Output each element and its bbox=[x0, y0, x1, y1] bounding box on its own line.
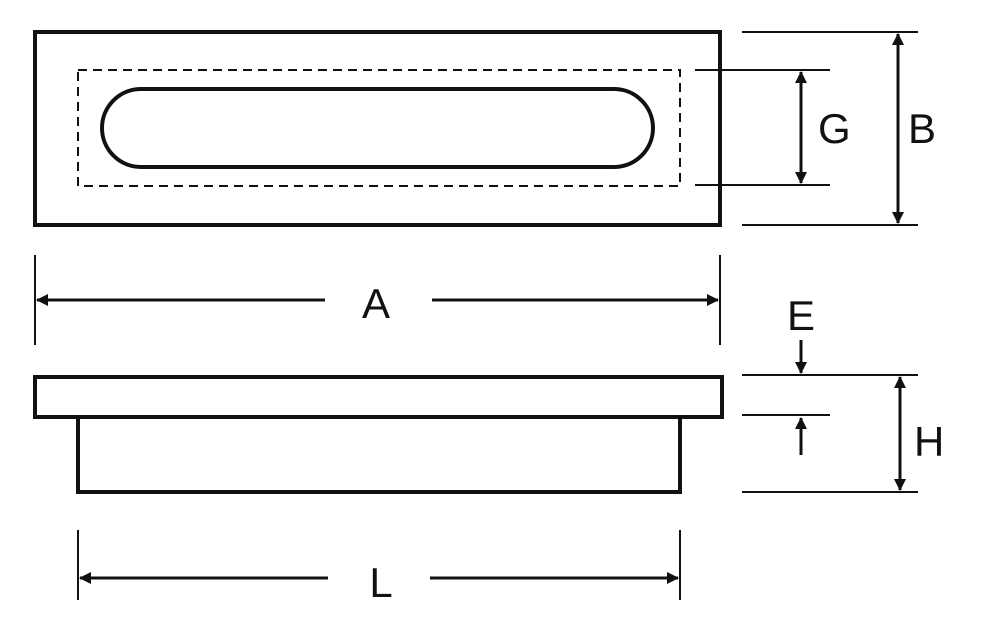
dimension-e: E bbox=[742, 292, 918, 455]
top-view-dashed-inner-frame bbox=[77, 69, 681, 187]
top-view bbox=[33, 30, 722, 227]
dimension-b: B bbox=[742, 31, 936, 226]
dimension-g: G bbox=[695, 69, 851, 186]
side-view bbox=[33, 375, 724, 494]
dimension-b-label: B bbox=[908, 105, 936, 152]
side-view-body bbox=[76, 417, 682, 494]
dimension-h-label: H bbox=[914, 418, 944, 465]
top-view-outer-frame bbox=[33, 30, 722, 227]
top-view-slot-opening bbox=[100, 87, 655, 169]
dimension-a: A bbox=[34, 255, 721, 345]
side-view-flange bbox=[33, 375, 724, 419]
dimension-h: H bbox=[742, 376, 944, 493]
dimension-l: L bbox=[77, 530, 681, 606]
dimension-l-label: L bbox=[369, 559, 392, 606]
dimension-e-label: E bbox=[787, 292, 815, 339]
dimension-a-label: A bbox=[362, 280, 390, 327]
dimension-g-label: G bbox=[818, 105, 851, 152]
